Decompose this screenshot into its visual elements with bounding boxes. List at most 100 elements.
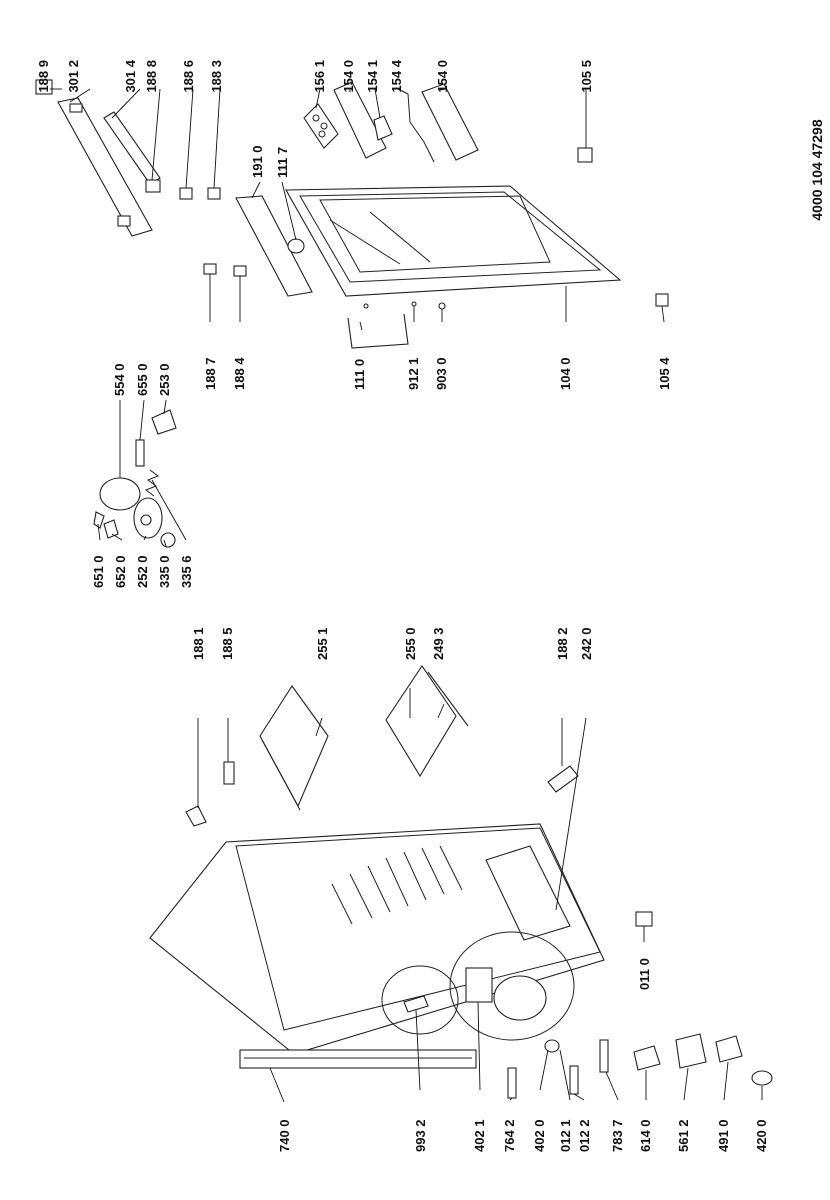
part-011-0-drawing — [635, 911, 653, 927]
part-label: 105 5 — [579, 60, 594, 93]
part-651-0-drawing — [93, 511, 105, 529]
part-label: 335 0 — [157, 555, 172, 588]
part-783-7-drawing — [599, 1039, 609, 1073]
part-912-1-drawing — [363, 303, 369, 309]
part-label: 783 7 — [610, 1119, 625, 1152]
part-188-3-drawing — [207, 187, 221, 200]
part-label: 191 0 — [250, 145, 265, 178]
part-335-0-drawing — [160, 532, 176, 548]
part-301-2-drawing — [57, 97, 153, 237]
part-label: 903 0 — [434, 357, 449, 390]
part-188-8-drawing — [145, 179, 161, 193]
part-764-2-drawing — [507, 1067, 517, 1099]
part-188-6-drawing — [179, 187, 193, 200]
part-012-2-drawing — [569, 1065, 579, 1095]
part-label: 011 0 — [637, 958, 652, 990]
part-111-0-drawing — [347, 313, 409, 349]
part-154-1-drawing — [373, 115, 393, 141]
part-188-7-drawing — [203, 263, 217, 275]
part-label: 188 4 — [232, 357, 247, 390]
part-012-1-drawing — [544, 1039, 560, 1053]
part-label: 156 1 — [312, 60, 327, 93]
part-111-7-drawing — [287, 238, 305, 254]
part-label: 188 2 — [555, 627, 570, 660]
part-label: 255 1 — [315, 627, 330, 660]
part-label: 554 0 — [112, 363, 127, 396]
part-label: 242 0 — [579, 627, 594, 660]
part-label: 104 0 — [558, 357, 573, 390]
part-label: 993 2 — [413, 1119, 428, 1152]
part-label: 652 0 — [113, 555, 128, 588]
part-label: 188 9 — [36, 60, 51, 93]
part-188-9-drawing — [35, 79, 53, 95]
part-652-0-drawing — [103, 519, 119, 539]
part-label: 012 1 — [558, 1119, 573, 1152]
part-label: 154 4 — [389, 59, 404, 92]
part-301-4-drawing — [103, 111, 161, 185]
part-740-0-drawing — [239, 1049, 477, 1069]
part-label: 614 0 — [638, 1119, 653, 1152]
part-label: 301 4 — [123, 59, 138, 92]
part-label: 249 3 — [431, 627, 446, 660]
part-242-0-drawing — [485, 845, 571, 941]
part-993-2-drawing — [403, 995, 429, 1013]
part-label: 912 1 — [406, 357, 421, 390]
part-420-0-drawing — [751, 1070, 773, 1086]
part-491-0-drawing — [715, 1035, 743, 1063]
part-label: 420 0 — [754, 1119, 769, 1152]
part-label: 111 7 — [275, 147, 290, 178]
part-label: 105 4 — [657, 357, 672, 390]
parts-drawings — [35, 79, 773, 1099]
part-191-0-drawing — [235, 195, 313, 297]
part-label: 255 0 — [403, 627, 418, 660]
part-154-0-drawing — [333, 81, 387, 159]
part-label: 154 0 — [341, 60, 356, 93]
part-188-4-drawing — [233, 265, 247, 277]
part-label: 335 6 — [179, 555, 194, 588]
part-label: 655 0 — [135, 363, 150, 396]
part-label: 301 2 — [66, 60, 81, 93]
part-249-3-drawing — [427, 671, 469, 727]
part-label: 188 3 — [209, 60, 224, 93]
part-label: 154 1 — [365, 60, 380, 93]
part-label: 402 1 — [472, 1119, 487, 1152]
part-label: 252 0 — [135, 555, 150, 588]
part-188-5-drawing — [223, 761, 235, 785]
part-label: 764 2 — [502, 1119, 517, 1152]
part-614-0-drawing — [633, 1045, 661, 1071]
part-104-0-drawing — [285, 185, 622, 297]
part-label: 188 8 — [144, 60, 159, 93]
part-154-0-b-drawing — [421, 83, 479, 161]
part-554-0-drawing — [99, 477, 141, 511]
part-561-2-drawing — [675, 1033, 707, 1069]
part-label: 012 2 — [577, 1119, 592, 1152]
part-label: 651 0 — [91, 555, 106, 588]
part-label: 740 0 — [277, 1119, 292, 1152]
part-label: 561 2 — [676, 1119, 691, 1152]
part-label: 111 0 — [352, 359, 367, 390]
cabinet-drawing — [149, 823, 605, 1055]
part-105-4-drawing — [655, 293, 669, 307]
part-188-1-drawing — [185, 805, 207, 827]
part-label: 402 0 — [532, 1119, 547, 1152]
part-label: 188 5 — [220, 627, 235, 660]
part-255-1-drawing — [259, 685, 329, 808]
part-154-4-drawing — [395, 87, 435, 163]
part-903-0-drawing — [438, 302, 446, 310]
part-335-6-drawing — [144, 469, 160, 497]
part-402-0-drawing — [493, 975, 547, 1021]
part-402-1-drawing — [465, 967, 493, 1003]
part-labels: 188 9 301 2 301 4 188 8 188 6 188 3 156 … — [36, 59, 825, 1152]
part-655-0-drawing — [135, 439, 145, 467]
part-label: 154 0 — [435, 60, 450, 93]
part-188-2-drawing — [547, 765, 579, 793]
part-105-5-drawing — [577, 147, 593, 163]
part-label: 188 6 — [181, 60, 196, 93]
part-label: 188 7 — [203, 357, 218, 390]
compressor-zone — [449, 931, 575, 1041]
part-label: 253 0 — [157, 363, 172, 396]
part-255-0-drawing — [385, 665, 457, 778]
leader-lines — [50, 88, 763, 1103]
document-code: 4000 104 47298 — [809, 119, 825, 220]
